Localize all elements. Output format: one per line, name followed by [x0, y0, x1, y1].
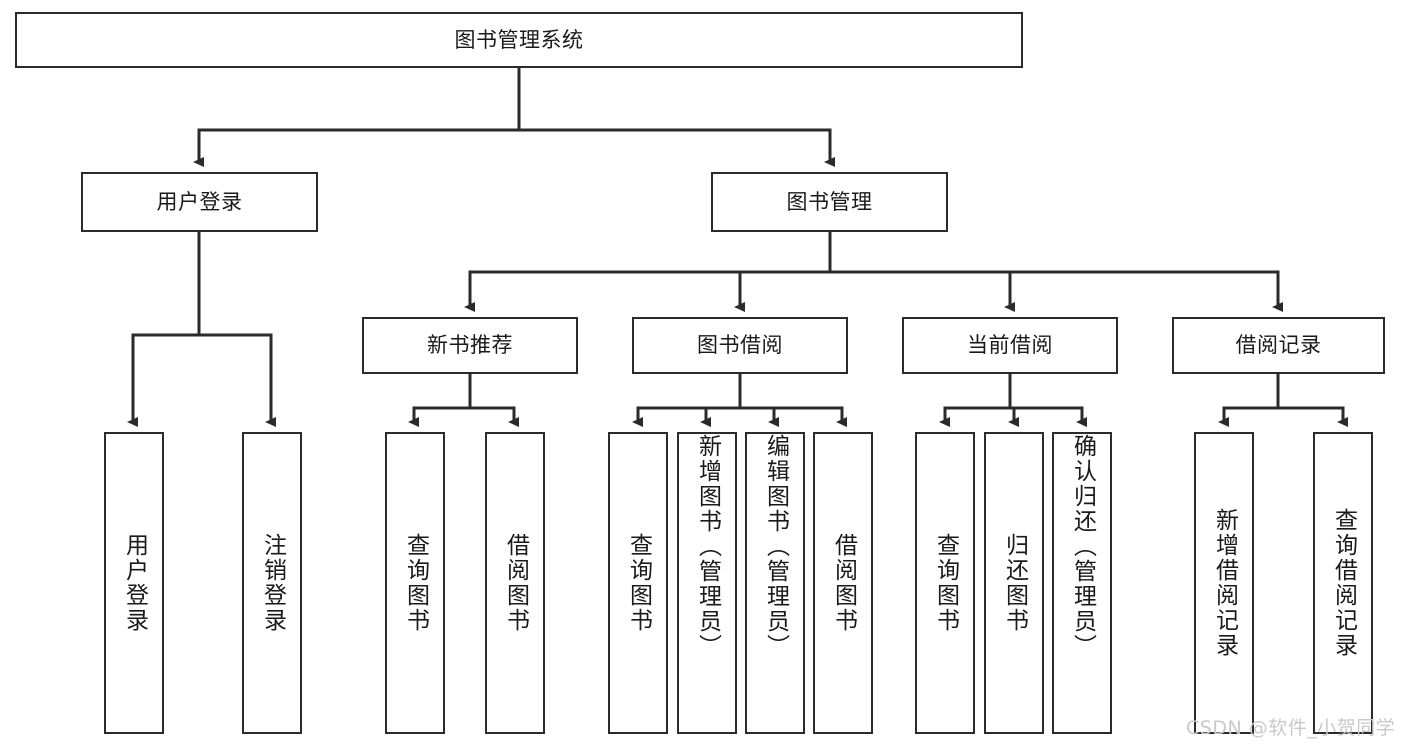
leaf-new-book-query[interactable]: 查询图书 [385, 432, 445, 734]
leaf-record-query-record-label: 查询借阅记录 [1330, 508, 1357, 658]
leaf-user-login-login[interactable]: 用户登录 [104, 432, 164, 734]
leaf-user-login-login-label: 用户登录 [121, 533, 148, 633]
leaf-record-query-record[interactable]: 查询借阅记录 [1313, 432, 1373, 734]
node-user-login[interactable]: 用户登录 [81, 172, 318, 232]
node-root-system-label: 图书管理系统 [454, 27, 584, 52]
leaf-borrow-edit-book-label: 编辑图书（管理员） [762, 434, 789, 659]
leaf-record-add-record[interactable]: 新增借阅记录 [1194, 432, 1254, 734]
leaf-borrow-add-book-label: 新增图书（管理员） [694, 434, 721, 659]
leaf-current-return-book[interactable]: 归还图书 [984, 432, 1044, 734]
leaf-current-confirm-return[interactable]: 确认归还（管理员） [1052, 432, 1112, 734]
node-borrow-record[interactable]: 借阅记录 [1172, 317, 1385, 374]
leaf-borrow-borrow-book-label: 借阅图书 [830, 533, 857, 633]
leaf-record-add-record-label: 新增借阅记录 [1211, 508, 1238, 658]
node-book-management-label: 图书管理 [786, 189, 873, 214]
node-borrow-record-label: 借阅记录 [1235, 333, 1322, 358]
leaf-borrow-query-book-label: 查询图书 [625, 533, 652, 633]
node-book-borrow-label: 图书借阅 [697, 333, 783, 358]
node-current-borrow[interactable]: 当前借阅 [902, 317, 1118, 374]
leaf-current-query-book[interactable]: 查询图书 [915, 432, 975, 734]
leaf-user-login-logout[interactable]: 注销登录 [242, 432, 302, 734]
leaf-borrow-borrow-book[interactable]: 借阅图书 [813, 432, 873, 734]
leaf-new-book-borrow[interactable]: 借阅图书 [485, 432, 545, 734]
node-book-borrow[interactable]: 图书借阅 [632, 317, 848, 374]
node-book-management[interactable]: 图书管理 [711, 172, 948, 232]
leaf-new-book-query-label: 查询图书 [402, 533, 429, 633]
node-new-book-recommend-label: 新书推荐 [427, 333, 513, 358]
leaf-current-return-book-label: 归还图书 [1001, 533, 1028, 633]
node-root-system[interactable]: 图书管理系统 [15, 12, 1023, 68]
node-user-login-label: 用户登录 [156, 189, 243, 214]
leaf-current-query-book-label: 查询图书 [932, 533, 959, 633]
node-current-borrow-label: 当前借阅 [967, 333, 1053, 358]
leaf-borrow-add-book[interactable]: 新增图书（管理员） [677, 432, 737, 734]
node-new-book-recommend[interactable]: 新书推荐 [362, 317, 578, 374]
leaf-borrow-query-book[interactable]: 查询图书 [608, 432, 668, 734]
leaf-new-book-borrow-label: 借阅图书 [502, 533, 529, 633]
leaf-current-confirm-return-label: 确认归还（管理员） [1069, 434, 1096, 659]
leaf-user-login-logout-label: 注销登录 [259, 533, 286, 633]
leaf-borrow-edit-book[interactable]: 编辑图书（管理员） [745, 432, 805, 734]
